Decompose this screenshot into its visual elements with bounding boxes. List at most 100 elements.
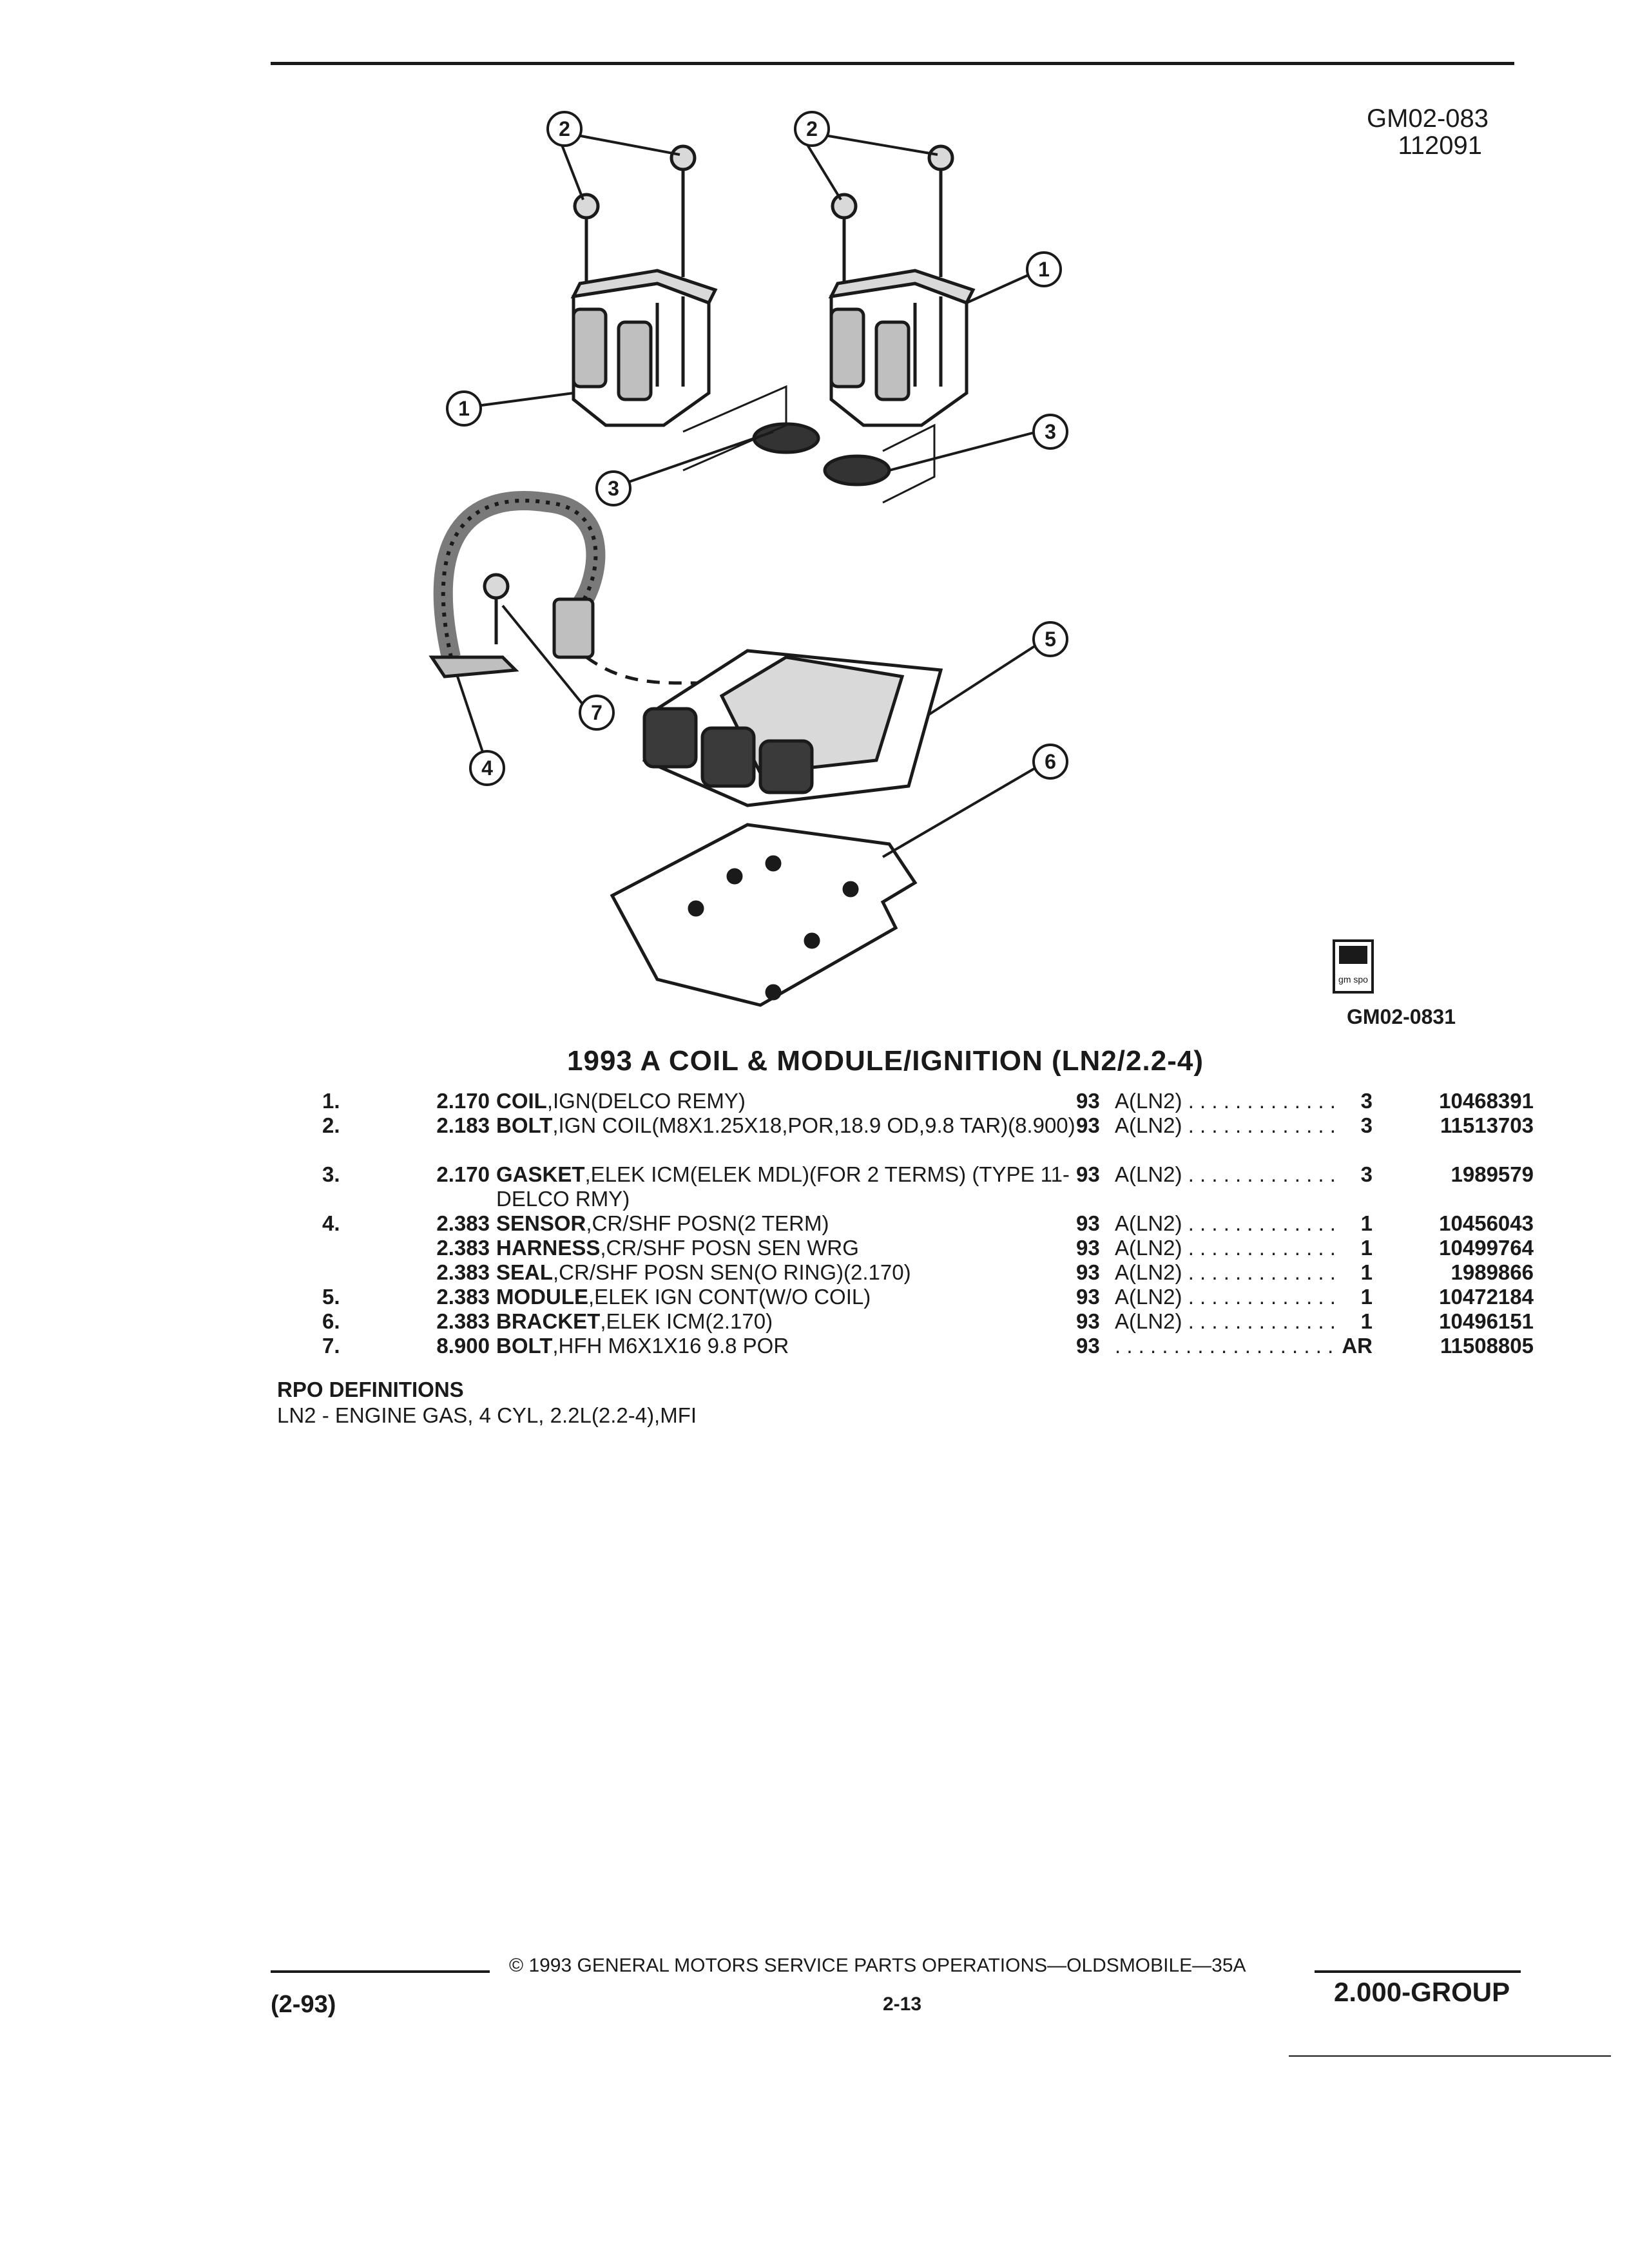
quantity: AR xyxy=(1340,1334,1373,1358)
part-description: BRACKET,ELEK ICM(2.170) xyxy=(496,1309,1076,1334)
quantity: 3 xyxy=(1340,1162,1373,1187)
part-description: BOLT,HFH M6X1X16 9.8 POR xyxy=(496,1334,1076,1358)
quantity: 1 xyxy=(1340,1309,1373,1334)
part-description: SEAL,CR/SHF POSN SEN(O RING)(2.170) xyxy=(496,1260,1076,1285)
page-title: 1993 A COIL & MODULE/IGNITION (LN2/2.2-4… xyxy=(567,1045,1204,1077)
application-code: A(LN2) xyxy=(1115,1162,1182,1186)
figure-id: GM02-0831 xyxy=(1347,1005,1456,1028)
application-code: A(LN2) xyxy=(1115,1113,1182,1137)
model-year: 93 xyxy=(1076,1236,1100,1260)
gm-spo-logo: gm spo xyxy=(1333,939,1374,994)
exploded-parts-diagram: 2 2 1 1 3 3 5 6 7 4 gm spo xyxy=(387,90,1443,1018)
group-number: 2.183 xyxy=(436,1113,490,1137)
part-number: 11513703 xyxy=(1379,1113,1534,1138)
part-index: 2. xyxy=(322,1113,340,1137)
gm-spo-logo-text: gm spo xyxy=(1338,974,1368,985)
part-number: 1989866 xyxy=(1379,1260,1534,1285)
part-name: COIL xyxy=(496,1089,547,1113)
part-row: 6. 2.383 BRACKET,ELEK ICM(2.170) 93 A(LN… xyxy=(322,1309,1534,1334)
part-number: 10496151 xyxy=(1379,1309,1534,1334)
callout-2-left: 2 xyxy=(559,117,570,140)
application-code: A(LN2) xyxy=(1115,1089,1182,1113)
footer-rule-right xyxy=(1315,1970,1521,1973)
part-index: 3. xyxy=(322,1162,340,1186)
part-name: BOLT xyxy=(496,1334,553,1358)
part-index: 4. xyxy=(322,1211,340,1235)
ignition-module xyxy=(642,649,943,807)
bottom-rule xyxy=(1289,2055,1611,2057)
doc-id: GM02-083 xyxy=(1367,104,1489,133)
coil-bolts xyxy=(573,144,954,284)
part-row: 7. 8.900 BOLT,HFH M6X1X16 9.8 POR 93 . .… xyxy=(322,1334,1534,1358)
part-name: SEAL xyxy=(496,1260,554,1284)
callout-7: 7 xyxy=(591,701,602,724)
part-number: 10468391 xyxy=(1379,1089,1534,1113)
part-name: MODULE xyxy=(496,1285,588,1309)
part-name: HARNESS xyxy=(496,1236,601,1260)
part-name: BRACKET xyxy=(496,1309,601,1333)
page-number: 2-13 xyxy=(883,1994,922,2015)
part-index: 1. xyxy=(322,1089,340,1113)
part-number: 1989579 xyxy=(1379,1162,1534,1187)
quantity: 3 xyxy=(1340,1089,1373,1113)
part-detail: ,ELEK IGN CONT(W/O COIL) xyxy=(588,1285,871,1309)
callout-3-left: 3 xyxy=(608,477,619,500)
part-detail: ,HFH M6X1X16 9.8 POR xyxy=(552,1334,789,1358)
part-description: GASKET,ELEK ICM(ELEK MDL)(FOR 2 TERMS) (… xyxy=(496,1162,1076,1211)
part-number: 10472184 xyxy=(1379,1285,1534,1309)
group-number: 2.170 xyxy=(436,1162,490,1186)
group-number: 2.383 xyxy=(436,1260,490,1284)
part-detail: ,ELEK ICM(2.170) xyxy=(600,1309,773,1333)
model-year: 93 xyxy=(1076,1309,1100,1333)
part-row: 5. 2.383 MODULE,ELEK IGN CONT(W/O COIL) … xyxy=(322,1285,1534,1309)
application-code: A(LN2) xyxy=(1115,1211,1182,1235)
part-name: SENSOR xyxy=(496,1211,586,1235)
quantity: 1 xyxy=(1340,1236,1373,1260)
application-code: A(LN2) xyxy=(1115,1260,1182,1284)
part-detail: ,CR/SHF POSN SEN(O RING)(2.170) xyxy=(553,1260,911,1284)
group-number: 2.170 xyxy=(436,1089,490,1113)
part-index: 6. xyxy=(322,1309,340,1333)
module-bracket xyxy=(610,823,918,1007)
quantity: 1 xyxy=(1340,1260,1373,1285)
group-label: 2.000-GROUP xyxy=(1334,1977,1510,2007)
quantity: 1 xyxy=(1340,1211,1373,1236)
part-row: 1. 2.170 COIL,IGN(DELCO REMY) 93 A(LN2) … xyxy=(322,1089,1534,1113)
part-description: COIL,IGN(DELCO REMY) xyxy=(496,1089,1076,1113)
revision-code: (2-93) xyxy=(271,1991,336,2018)
group-number: 8.900 xyxy=(436,1334,490,1358)
footer-rule-left xyxy=(271,1970,490,1973)
part-description: BOLT,IGN COIL(M8X1.25X18,POR,18.9 OD,9.8… xyxy=(496,1113,1076,1138)
quantity: 3 xyxy=(1340,1113,1373,1138)
application-code: A(LN2) xyxy=(1115,1285,1182,1309)
group-number: 2.383 xyxy=(436,1211,490,1235)
coil-left xyxy=(570,269,718,427)
part-row: 2.383 SEAL,CR/SHF POSN SEN(O RING)(2.170… xyxy=(322,1260,1534,1285)
sensor-bolt xyxy=(483,573,510,644)
part-name: BOLT xyxy=(496,1113,553,1137)
copyright-notice: © 1993 GENERAL MOTORS SERVICE PARTS OPER… xyxy=(509,1955,1246,1976)
part-name: GASKET xyxy=(496,1162,585,1186)
model-year: 93 xyxy=(1076,1089,1100,1113)
model-year: 93 xyxy=(1076,1260,1100,1284)
callout-1-left: 1 xyxy=(458,397,470,420)
part-detail: ,CR/SHF POSN(2 TERM) xyxy=(586,1211,829,1235)
callout-2-right: 2 xyxy=(806,117,818,140)
part-index: 5. xyxy=(322,1285,340,1309)
group-number: 2.383 xyxy=(436,1309,490,1333)
part-index: 7. xyxy=(322,1334,340,1358)
coil-right xyxy=(828,269,976,427)
part-detail: ,ELEK ICM(ELEK MDL)(FOR 2 TERMS) (TYPE 1… xyxy=(496,1162,1070,1211)
model-year: 93 xyxy=(1076,1285,1100,1309)
part-number: 10499764 xyxy=(1379,1236,1534,1260)
gaskets xyxy=(682,385,936,504)
callout-3-right: 3 xyxy=(1045,420,1056,443)
part-description: HARNESS,CR/SHF POSN SEN WRG xyxy=(496,1236,1076,1260)
group-number: 2.383 xyxy=(436,1285,490,1309)
part-row: 3. 2.170 GASKET,ELEK ICM(ELEK MDL)(FOR 2… xyxy=(322,1162,1534,1211)
application-code: A(LN2) xyxy=(1115,1236,1182,1260)
model-year: 93 xyxy=(1076,1334,1100,1358)
callout-4: 4 xyxy=(481,756,493,780)
parts-list: 1. 2.170 COIL,IGN(DELCO REMY) 93 A(LN2) … xyxy=(322,1089,1534,1358)
part-description: SENSOR,CR/SHF POSN(2 TERM) xyxy=(496,1211,1076,1236)
